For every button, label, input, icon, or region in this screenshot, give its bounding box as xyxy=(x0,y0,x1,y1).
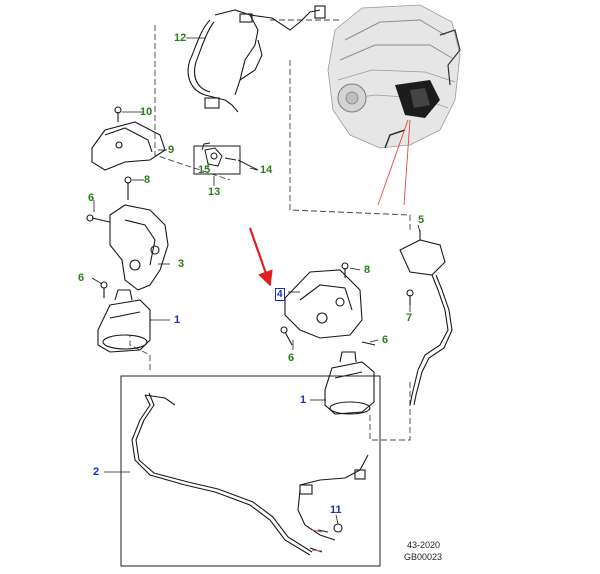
callout-3[interactable]: 3 xyxy=(178,258,185,270)
callout-6-right[interactable]: 6 xyxy=(382,334,389,346)
callout-4-highlighted[interactable]: 4 xyxy=(275,288,285,301)
callout-1-center[interactable]: 1 xyxy=(300,394,307,406)
center-engine-mount-drawing xyxy=(324,351,375,415)
callout-5[interactable]: 5 xyxy=(418,214,425,226)
callout-6-center[interactable]: 6 xyxy=(288,352,295,364)
callout-12[interactable]: 12 xyxy=(174,32,187,44)
left-mount-bracket-drawing xyxy=(86,176,169,291)
leader-lines xyxy=(91,37,421,525)
callout-6-left-bottom[interactable]: 6 xyxy=(78,272,85,284)
callout-1-left[interactable]: 1 xyxy=(174,314,181,326)
left-engine-mount-drawing xyxy=(97,281,151,353)
center-bracket-drawing xyxy=(280,262,376,346)
callout-7[interactable]: 7 xyxy=(406,312,413,324)
heat-shield-drawing xyxy=(91,106,166,171)
callout-2[interactable]: 2 xyxy=(93,466,100,478)
date-code: 43-2020 xyxy=(407,540,441,550)
callout-6-left-top[interactable]: 6 xyxy=(88,192,95,204)
red-pointer-arrow xyxy=(248,227,273,287)
engine-assembly-image xyxy=(327,4,461,206)
sensor-bracket-drawing xyxy=(193,142,259,175)
callout-8-left[interactable]: 8 xyxy=(144,174,151,186)
callout-14[interactable]: 14 xyxy=(260,164,273,176)
figure-code: GB00023 xyxy=(404,552,443,562)
callout-10[interactable]: 10 xyxy=(140,106,153,118)
callout-8-center[interactable]: 8 xyxy=(364,264,371,276)
callout-11[interactable]: 11 xyxy=(330,504,342,516)
upper-harness-drawing xyxy=(187,5,326,113)
lower-harness-drawing xyxy=(131,392,369,556)
callout-15[interactable]: 15 xyxy=(198,164,211,176)
callout-9[interactable]: 9 xyxy=(168,144,175,156)
harness-group-frame xyxy=(120,375,381,567)
callout-13[interactable]: 13 xyxy=(208,186,221,198)
